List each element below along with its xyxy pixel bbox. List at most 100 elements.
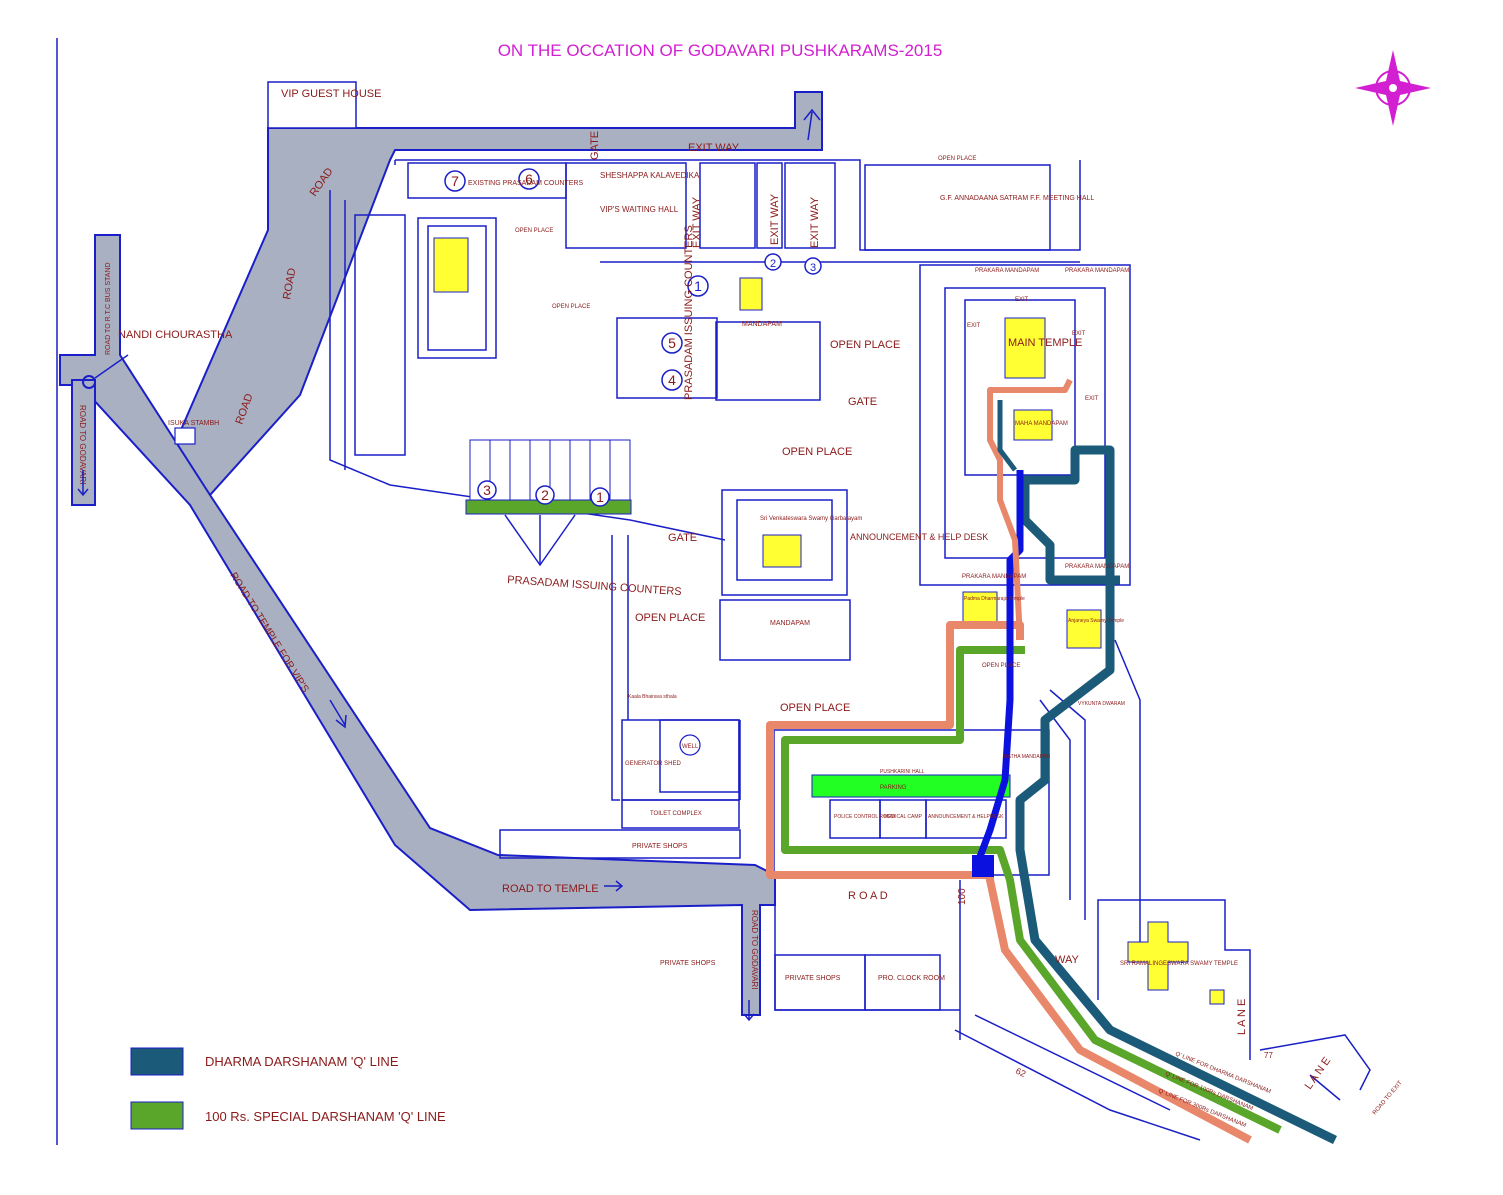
- exit-way-v1: EXIT WAY: [691, 196, 703, 248]
- anjaneya-label: Anjaneya Swamy Temple: [1068, 618, 1124, 624]
- isuka-stambh: [174, 427, 196, 445]
- gate-left: GATE: [668, 532, 697, 544]
- prakara-mandapam-2-label: PRAKARA MANDAPAM: [1065, 268, 1129, 274]
- helpdesk-label: ANNOUNCEMENT & HELPDESK: [928, 814, 1004, 820]
- legend-item-dharma: DHARMA DARSHANAM 'Q' LINE: [130, 1047, 399, 1076]
- counter-2-top: 2: [764, 253, 782, 271]
- open-place-small-1: OPEN PLACE: [515, 228, 553, 234]
- legend: DHARMA DARSHANAM 'Q' LINE 100 Rs. SPECIA…: [130, 1047, 446, 1130]
- counter-1-lower: 1: [590, 487, 610, 507]
- private-shops-1-label: PRIVATE SHOPS: [632, 843, 688, 850]
- main-temple-label: MAIN TEMPLE: [1008, 337, 1082, 349]
- legend-dharma-label: DHARMA DARSHANAM 'Q' LINE: [205, 1054, 399, 1069]
- prakara-mandapam-3-label: PRAKARA MANDAPAM: [1065, 564, 1129, 570]
- sheshappa-label: SHESHAPPA KALAVEDIKA: [600, 171, 700, 180]
- well-label: WELL: [682, 744, 699, 750]
- pro-clock-label: PRO. CLOCK ROOM: [878, 975, 945, 982]
- exit-1: EXIT: [1015, 297, 1029, 303]
- shrines: [433, 237, 1225, 1005]
- svg-text:1: 1: [596, 489, 604, 505]
- well-circle: [679, 734, 701, 756]
- open-place-small-4: OPEN PLACE: [982, 663, 1020, 669]
- svg-text:2: 2: [770, 258, 776, 270]
- prasadam-issue-vertical: PRASADAM ISSUING COUNTERS: [683, 225, 695, 400]
- medical-label: MEDICAL CAMP: [884, 814, 923, 820]
- prasadam-issue-label: PRASADAM ISSUING COUNTERS: [507, 574, 682, 598]
- open-place-small-2: OPEN PLACE: [552, 304, 590, 310]
- road-arrows: [77, 108, 821, 1022]
- open-place-4: OPEN PLACE: [780, 702, 850, 714]
- misc-labels: EXIT WAY EXIT WAY EXIT WAY EXIT WAY GATE…: [589, 131, 1333, 1092]
- queue-lines: [766, 378, 1337, 1145]
- counter-2-lower: 2: [535, 485, 555, 505]
- site-structures: [329, 159, 1371, 1141]
- exit-2: EXIT: [967, 323, 981, 329]
- svg-text:3: 3: [483, 482, 491, 498]
- road-to-godavari-left: ROAD TO GODAVARI: [78, 405, 87, 484]
- mandapam-center-label: MANDAPAM: [742, 321, 782, 328]
- announcement-label: ANNOUNCEMENT & HELP DESK: [850, 532, 988, 542]
- map-title: ON THE OCCATION OF GODAVARI PUSHKARAMS-2…: [498, 41, 943, 60]
- nandi-label: NANDI CHOURASTHA: [118, 329, 233, 341]
- maha-mandapam-label: MAHA MANDAPAM: [1015, 421, 1068, 427]
- lane-label-1: L A N E: [1236, 999, 1248, 1035]
- generator-label: GENERATOR SHED: [625, 761, 681, 767]
- exit-3: EXIT: [1072, 331, 1086, 337]
- lane-label-2: L A N E: [1303, 1055, 1334, 1092]
- way-label: WAY: [1055, 954, 1079, 966]
- vip-guest-house-label: VIP GUEST HOUSE: [281, 88, 381, 100]
- padma-label: Padma Dharmaraja Temple: [964, 596, 1025, 602]
- pushkarini-label: PUSHKARINI HALL: [880, 769, 925, 775]
- svg-text:6: 6: [525, 171, 533, 187]
- counter-1-top: 1: [687, 275, 709, 297]
- gate-top: GATE: [589, 131, 601, 160]
- gate-mid: GATE: [848, 396, 877, 408]
- annadaana-label: G.F. ANNADAANA SATRAM F.F. MEETING HALL: [940, 195, 1094, 202]
- counter-6: 6: [518, 168, 540, 190]
- svg-text:3: 3: [810, 262, 816, 274]
- prakara-mandapam-label: PRAKARA MANDAPAM: [975, 268, 1039, 274]
- svg-text:4: 4: [668, 372, 676, 388]
- open-place-3: OPEN PLACE: [635, 612, 705, 624]
- counter-7: 7: [444, 170, 466, 192]
- open-place-2: OPEN PLACE: [782, 446, 852, 458]
- ratha-mandapam-label: RATHA MANDAPAM: [1004, 754, 1050, 760]
- road-label-mid: ROAD: [281, 267, 298, 300]
- counter-3-top: 3: [804, 257, 822, 275]
- toilet-label: TOILET COMPLEX: [650, 811, 702, 817]
- vip-waiting-label: VIP'S WAITING HALL: [600, 205, 679, 214]
- legend-special-label: 100 Rs. SPECIAL DARSHANAM 'Q' LINE: [205, 1109, 446, 1124]
- mandapam-lower-label: MANDAPAM: [770, 620, 810, 627]
- number-100: 100: [957, 888, 968, 905]
- building-labels: EXISTING PRASADAM COUNTERS SHESHAPPA KAL…: [168, 171, 1238, 982]
- nandi-marker-icon: [82, 375, 96, 389]
- road-to-temple-label: ROAD TO TEMPLE: [502, 883, 599, 895]
- svg-text:2: 2: [541, 487, 549, 503]
- counter-markers: 1 2 3 4 5 6 7 3: [444, 168, 822, 507]
- exit-way-top: EXIT WAY: [688, 142, 740, 154]
- private-shops-3-label: PRIVATE SHOPS: [785, 975, 841, 982]
- parking-label: PARKING: [880, 785, 907, 791]
- exit-way-v3: EXIT WAY: [809, 196, 821, 248]
- open-place-small-3: OPEN PLACE: [938, 156, 976, 162]
- exit-way-v2: EXIT WAY: [769, 193, 781, 245]
- counter-3-lower: 3: [477, 480, 497, 500]
- counter-5: 5: [661, 332, 683, 354]
- existing-prasadam-label: EXISTING PRASADAM COUNTERS: [468, 180, 583, 187]
- road-to-rtc-label: ROAD TO R.T.C BUS STAND: [105, 262, 112, 355]
- kaala-label: Kaala Bhairava sthala: [628, 694, 677, 700]
- private-shops-2-label: PRIVATE SHOPS: [660, 960, 716, 967]
- prakara-mandapam-4-label: PRAKARA MANDAPAM: [962, 574, 1026, 580]
- legend-item-special: 100 Rs. SPECIAL DARSHANAM 'Q' LINE: [130, 1101, 446, 1130]
- number-62: 62: [1014, 1066, 1027, 1079]
- exit-4: EXIT: [1085, 396, 1099, 402]
- police-label: POLICE CONTROL ROOM: [834, 814, 895, 820]
- roads: [59, 91, 823, 1016]
- vip-guest-house: [267, 81, 357, 129]
- compass-rose-icon: [1355, 50, 1431, 126]
- parking-strip: [811, 774, 1011, 798]
- isuka-label: ISUKA STAMBH: [168, 420, 219, 427]
- ramalingeswara-label: SRI RAMALINGESWARA SWAMY TEMPLE: [1120, 961, 1238, 967]
- road-to-exit-label: ROAD TO EXIT: [1372, 1080, 1404, 1116]
